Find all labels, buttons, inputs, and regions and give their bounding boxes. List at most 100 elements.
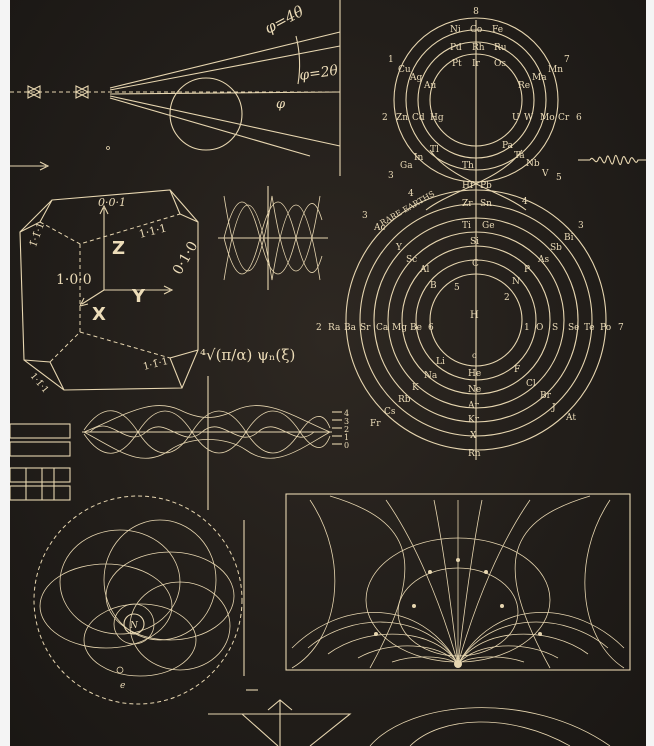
element-fe: Fe — [492, 25, 503, 35]
element-te: Te — [584, 323, 595, 333]
element-b: B — [430, 281, 437, 291]
element-ne: Ne — [468, 385, 481, 395]
element-kr: Kr — [468, 415, 480, 425]
axis-z-label: Z — [112, 238, 125, 259]
element-he: He — [468, 369, 481, 379]
number-label: 3 — [388, 171, 394, 181]
face-111-a: 1·1·1 — [138, 222, 168, 241]
number-label: 2 — [382, 113, 388, 123]
spectrum-bars — [10, 424, 70, 500]
element-w: W — [524, 113, 534, 123]
element-po: Po — [600, 323, 611, 333]
element-c: C — [472, 259, 479, 269]
element-mn: Mn — [548, 65, 563, 75]
plate-drawing: φ=4θ φ=2θ φ 0·0·1 1·0·0 0·1·0 1·1·1 1̄·1… — [10, 0, 646, 746]
element-cs: Cs — [384, 407, 396, 417]
element-pb: Pb — [480, 181, 492, 191]
element-be: Be — [410, 323, 422, 333]
element-v: V — [541, 169, 549, 179]
wavefunction-formula: ⁴√(π/α) ψₙ(ξ) — [200, 346, 295, 364]
element-hf: Hf — [462, 181, 474, 191]
element-pd: Pd — [450, 43, 462, 53]
face-111-c: 1·1̄·1 — [142, 356, 169, 373]
element-cd: Cd — [412, 113, 425, 123]
element-n: N — [512, 277, 520, 287]
element-cl: Cl — [526, 379, 536, 389]
element-fr: Fr — [370, 419, 381, 429]
element-ca: Ca — [376, 323, 389, 333]
element-as: As — [537, 255, 549, 265]
element-labels: 8 Ni Co Fe Pd Rh Ru Pt Ir Os 1 Cu Ag Au … — [316, 7, 624, 459]
element-ga: Ga — [400, 161, 413, 171]
element-ac: Ac — [373, 223, 386, 233]
axis-x-label: X — [92, 304, 106, 325]
element-at: At — [565, 413, 576, 423]
number-label: 1 — [388, 55, 394, 65]
element-ni: Ni — [450, 25, 461, 35]
element-ba: Ba — [344, 323, 357, 333]
wave-packet — [578, 155, 646, 164]
number-label: 7 — [618, 323, 624, 333]
number-label: 4 — [408, 189, 414, 199]
angle-label-4theta: φ=4θ — [261, 2, 306, 37]
face-100: 1·0·0 — [56, 272, 92, 288]
element-s: S — [552, 323, 558, 333]
number-label: 3 — [362, 211, 368, 221]
element-ge: Ge — [482, 221, 495, 231]
element-rh: Rh — [472, 43, 485, 53]
element-li: Li — [436, 357, 445, 367]
element-pa: Pa — [502, 141, 514, 151]
element-u: U — [512, 113, 520, 123]
element-al: Al — [419, 265, 429, 275]
element-au: Au — [423, 81, 436, 91]
element-br: Br — [540, 391, 552, 401]
field-lines-diagram — [286, 494, 630, 670]
element-sn: Sn — [480, 199, 492, 209]
element-cu: Cu — [398, 65, 411, 75]
element-si: Si — [470, 237, 479, 247]
nucleus-label: N — [129, 621, 139, 631]
element-in: In — [414, 153, 424, 163]
number-label: 5 — [556, 173, 562, 183]
number-label: 2 — [504, 293, 510, 303]
element-ag: Ag — [409, 73, 422, 83]
element-sr: Sr — [360, 323, 371, 333]
face-010: 0·1·0 — [170, 239, 202, 278]
element-pt: Pt — [452, 59, 462, 69]
number-label: 1 — [524, 323, 530, 333]
crystal-diagram: 0·0·1 1·0·0 0·1·0 1·1·1 1̄·1̄·1 1·1̄·1 1… — [20, 190, 201, 395]
element-sc: Sc — [406, 255, 417, 265]
number-label: 5 — [454, 283, 460, 293]
element-ir: Ir — [472, 59, 481, 69]
element-zr: Zr — [462, 199, 473, 209]
element-th: Th — [462, 161, 474, 171]
element-ar: Ar — [467, 401, 479, 411]
number-label: 2 — [316, 323, 322, 333]
element-o-small: o — [472, 351, 477, 360]
element-x: X — [470, 431, 477, 441]
element-k: K — [412, 383, 419, 393]
element-sb: Sb — [550, 243, 562, 253]
electron-label: e — [120, 681, 125, 691]
element-zn: Zn — [396, 113, 408, 123]
element-ma: Ma — [532, 73, 547, 83]
orbit-diagram: N e — [34, 496, 258, 704]
element-ru: Ru — [494, 43, 507, 53]
scientific-plate-photo: φ=4θ φ=2θ φ 0·0·1 1·0·0 0·1·0 1·1·1 1̄·1… — [10, 0, 646, 746]
element-re: Re — [518, 81, 530, 91]
number-label: 4 — [522, 197, 528, 207]
element-bi: Bi — [564, 233, 574, 243]
wavefunction-scale: 4 3 2 1 0 — [332, 409, 349, 450]
number-label: 3 — [578, 221, 584, 231]
periodic-spiral: 8 Ni Co Fe Pd Rh Ru Pt Ir Os 1 Cu Ag Au … — [316, 7, 624, 460]
element-na: Na — [424, 371, 438, 381]
bottom-partial-diagrams — [208, 700, 610, 746]
phi-label: φ — [276, 97, 286, 112]
element-o: O — [536, 323, 543, 333]
element-nb: Nb — [526, 159, 540, 169]
diffraction-diagram: φ=4θ φ=2θ φ — [10, 0, 340, 176]
scale-label: 0 — [344, 441, 349, 450]
axis-y-label: Y — [131, 286, 146, 307]
element-rb: Rb — [398, 395, 411, 405]
